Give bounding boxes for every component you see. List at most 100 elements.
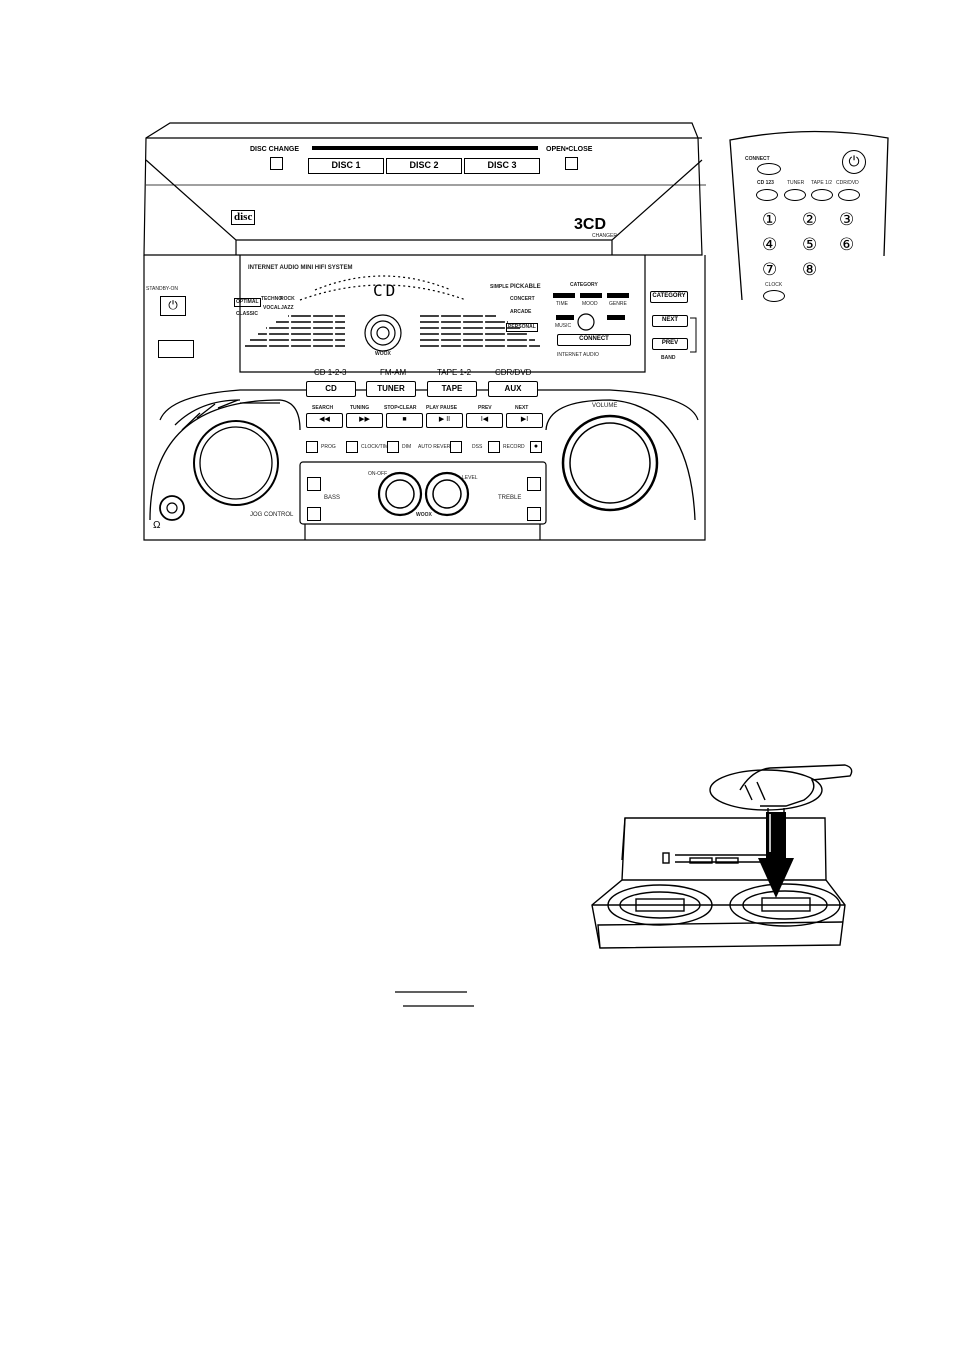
remote-num-8[interactable]: ⑧ — [802, 260, 818, 280]
source-label-tape: TAPE 1-2 — [437, 368, 472, 377]
auto-reverse-label: AUTO REVERSE — [418, 444, 458, 450]
open-close-label: OPEN•CLOSE — [546, 146, 593, 153]
remote-connect-button[interactable] — [757, 163, 781, 175]
remote-power-button[interactable]: ⏻ — [842, 150, 866, 174]
prev-button[interactable]: PREV — [652, 338, 688, 350]
remote-tape-button[interactable] — [811, 189, 833, 201]
sound-jazz: JAZZ — [281, 305, 294, 311]
auto-reverse-button[interactable] — [450, 441, 462, 453]
remote-num-6[interactable]: ⑥ — [839, 235, 855, 255]
sound-optimal: OPTIMAL — [234, 298, 261, 307]
remote-tuner-button[interactable] — [784, 189, 806, 201]
on-off-label: ON-OFF — [368, 471, 388, 477]
system-title: INTERNET AUDIO MINI HIFI SYSTEM — [248, 265, 353, 271]
disc-3-button[interactable]: DISC 3 — [464, 158, 540, 174]
left-side-button[interactable] — [158, 340, 194, 358]
disc-2-button[interactable]: DISC 2 — [386, 158, 462, 174]
clock-timer-button[interactable] — [346, 441, 358, 453]
remote-cd-label: CD 123 — [757, 180, 774, 186]
next-button[interactable]: NEXT — [652, 315, 688, 327]
sound-classic: CLASSIC — [236, 311, 258, 317]
category-genre: GENRE — [609, 301, 627, 307]
dss-label: DSS — [472, 444, 483, 450]
rewind-button[interactable]: ◀◀ — [306, 413, 343, 428]
dss-button[interactable] — [488, 441, 500, 453]
band-label: BAND — [661, 355, 676, 361]
volume-label: VOLUME — [592, 403, 618, 409]
remote-cdr-label: CDR/DVD — [836, 180, 859, 186]
remote-num-2[interactable]: ② — [802, 210, 818, 230]
compact-disc-logo: disc — [231, 210, 256, 225]
treble-label: TREBLE — [498, 495, 522, 501]
remote-tuner-label: TUNER — [787, 180, 805, 186]
record-button[interactable]: ● — [530, 441, 542, 453]
play-pause-label: PLAY PAUSE — [426, 405, 458, 411]
record-label: RECORD — [503, 444, 525, 450]
record-icon: ● — [533, 443, 539, 450]
woox-display-label: WOOX — [375, 351, 391, 357]
sound-simple: SIMPLE — [490, 284, 509, 290]
cd-button[interactable]: CD — [306, 381, 356, 397]
sound-techno: TECHNO — [261, 296, 283, 302]
dim-label: DIM — [402, 444, 412, 450]
prev-track-button[interactable]: I◀ — [466, 413, 503, 428]
play-pause-button[interactable]: ▶ II — [426, 413, 463, 428]
source-label-cd: CD 1-2-3 — [314, 368, 347, 377]
category-time: TIME — [556, 301, 568, 307]
tuning-label: TUNING — [350, 405, 370, 411]
internet-audio-label: INTERNET AUDIO — [557, 352, 599, 358]
remote-cd-button[interactable] — [756, 189, 778, 201]
fast-forward-button[interactable]: ▶▶ — [346, 413, 383, 428]
search-label: SEARCH — [312, 405, 334, 411]
next-track-button[interactable]: ▶I — [506, 413, 543, 428]
category-label: CATEGORY — [570, 282, 598, 288]
tuner-button[interactable]: TUNER — [366, 381, 416, 397]
category-mood: MOOD — [582, 301, 598, 307]
headphone-icon: Ω — [153, 520, 161, 531]
category-button[interactable]: CATEGORY — [650, 291, 688, 303]
disc-1-button[interactable]: DISC 1 — [308, 158, 384, 174]
dim-button[interactable] — [387, 441, 399, 453]
next-label: NEXT — [515, 405, 529, 411]
standby-button[interactable]: ⏻ — [160, 296, 186, 316]
remote-num-7[interactable]: ⑦ — [762, 260, 778, 280]
remote-clock-button[interactable] — [763, 290, 785, 302]
treble-down-button[interactable] — [527, 507, 541, 521]
remote-connect-label: CONNECT — [745, 156, 770, 162]
connect-button[interactable]: CONNECT — [557, 334, 631, 346]
open-close-button[interactable] — [565, 157, 578, 170]
tape-button[interactable]: TAPE — [427, 381, 477, 397]
remote-num-3[interactable]: ③ — [839, 210, 855, 230]
remote-cdr-button[interactable] — [838, 189, 860, 201]
power-icon: ⏻ — [168, 298, 178, 312]
source-label-fmam: FM-AM — [380, 368, 407, 377]
remote-num-4[interactable]: ④ — [762, 235, 778, 255]
level-label: LEVEL — [462, 475, 478, 481]
clock-timer-label: CLOCK/TIMER — [361, 444, 396, 450]
remote-num-1[interactable]: ① — [762, 210, 778, 230]
standby-on-label: STANDBY-ON — [146, 286, 178, 292]
remote-num-5[interactable]: ⑤ — [802, 235, 818, 255]
display-readout: CD — [373, 281, 399, 300]
sound-personal: PERSONAL — [506, 323, 538, 332]
disc-change-button[interactable] — [270, 157, 283, 170]
sound-vocal: VOCAL — [263, 305, 281, 311]
treble-up-button[interactable] — [527, 477, 541, 491]
disc-change-label: DISC CHANGE — [250, 146, 300, 153]
prog-label: PROG — [321, 444, 336, 450]
power-icon: ⏻ — [848, 153, 860, 169]
jog-control-label: JOG CONTROL — [250, 512, 294, 518]
prog-button[interactable] — [306, 441, 318, 453]
bass-down-button[interactable] — [307, 507, 321, 521]
prev-label: PREV — [478, 405, 492, 411]
three-cd-logo: 3CD — [574, 216, 607, 233]
stop-button[interactable]: ■ — [386, 413, 423, 428]
sound-rock: ROCK — [280, 296, 295, 302]
sound-pickable: PICKABLE — [510, 284, 541, 290]
changer-label: CHANGER — [592, 233, 618, 239]
aux-button[interactable]: AUX — [488, 381, 538, 397]
bass-up-button[interactable] — [307, 477, 321, 491]
